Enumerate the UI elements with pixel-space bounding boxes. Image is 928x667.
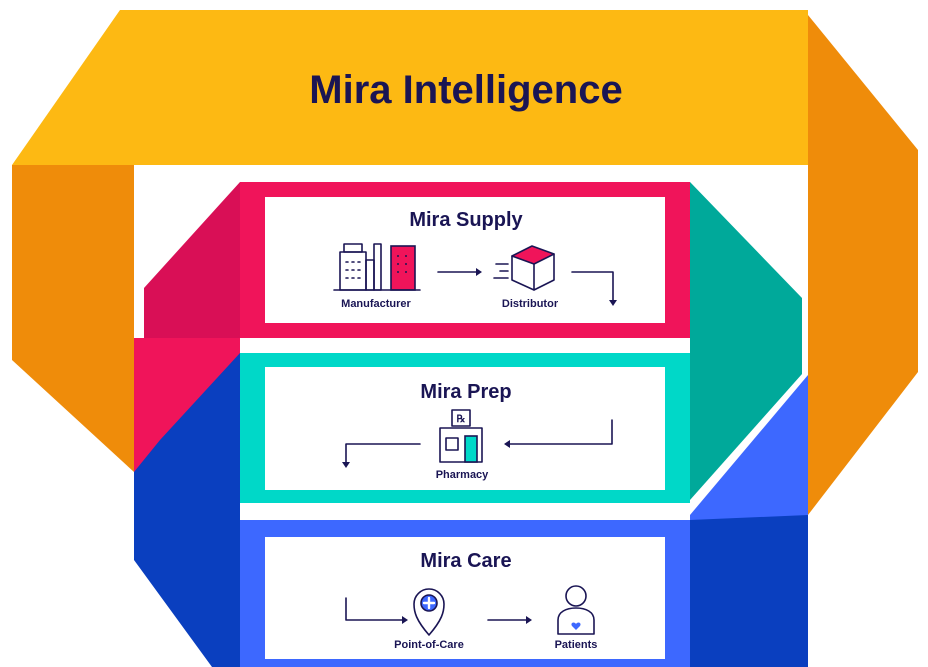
intelligence-right-side xyxy=(808,15,918,515)
care-card xyxy=(265,537,665,659)
care-title: Mira Care xyxy=(420,550,511,572)
care-entry-arrowhead xyxy=(402,616,408,624)
intelligence-band: Mira Intelligence xyxy=(12,10,918,515)
supply-step2-label: Distributor xyxy=(502,298,559,310)
intelligence-left-side xyxy=(12,165,134,472)
prep-exit-arrow xyxy=(345,443,421,463)
prep-entry-arrow xyxy=(509,419,613,445)
supply-left-upper xyxy=(144,182,240,338)
prep-band: Mira Prep ℞ Pharmacy xyxy=(134,353,690,560)
prep-right-side xyxy=(690,182,802,500)
location-pin-icon xyxy=(413,588,445,636)
patient-icon xyxy=(557,585,595,635)
supply-exit-arrowhead xyxy=(609,300,617,306)
care-step1-label: Point-of-Care xyxy=(394,639,464,651)
prep-exit-arrowhead xyxy=(342,462,350,468)
care-right-lower xyxy=(690,515,808,667)
factory-icon xyxy=(333,243,421,291)
supply-left-lower xyxy=(134,338,240,472)
care-band: Mira Care Point-of-Care Patients xyxy=(134,330,808,667)
pharmacy-icon: ℞ xyxy=(439,409,483,463)
prep-left-side xyxy=(134,353,240,560)
box-icon xyxy=(493,245,555,291)
care-entry-arrow xyxy=(345,597,403,621)
svg-text:℞: ℞ xyxy=(457,414,466,425)
supply-exit-arrow xyxy=(571,271,614,301)
care-mid-arrowhead xyxy=(526,616,532,624)
intelligence-top xyxy=(12,10,808,165)
intelligence-title: Mira Intelligence xyxy=(309,68,622,112)
prep-step1-label: Pharmacy xyxy=(436,469,489,481)
supply-step1-label: Manufacturer xyxy=(341,298,411,310)
prep-entry-arrowhead xyxy=(504,440,510,448)
supply-card xyxy=(265,197,665,323)
prep-title: Mira Prep xyxy=(420,381,511,403)
supply-mid-arrowhead xyxy=(476,268,482,276)
supply-title: Mira Supply xyxy=(409,209,523,231)
care-step2-label: Patients xyxy=(555,639,598,651)
supply-band: Mira Supply Manufacturer Distributor xyxy=(134,182,802,500)
